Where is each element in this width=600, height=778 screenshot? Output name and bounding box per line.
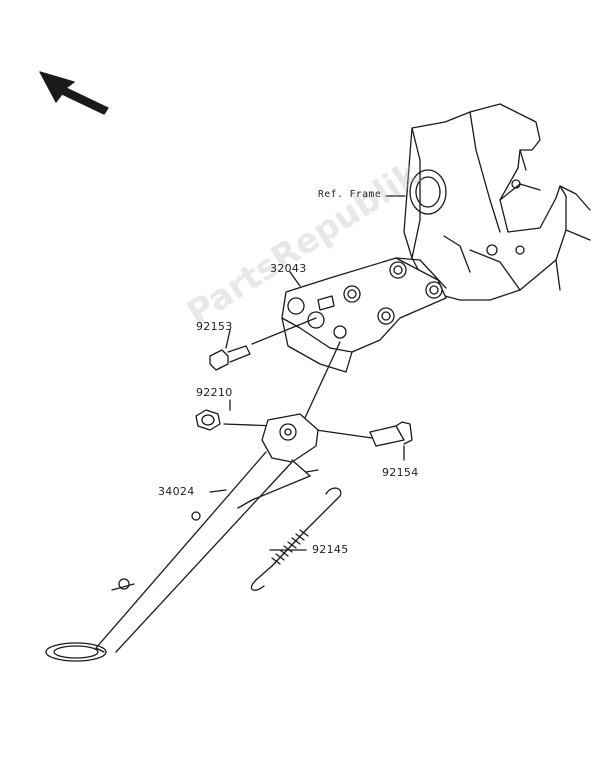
nut-92210 [195,409,221,431]
direction-arrow-icon [39,71,109,115]
part-label-92154[interactable]: 92154 [382,466,419,479]
part-label-92153[interactable]: 92153 [196,320,233,333]
frame-outline [403,103,591,301]
bracket-32043 [281,257,447,373]
part-label-92145[interactable]: 92145 [312,543,349,556]
side-stand-34024 [45,413,319,662]
bolt-92153 [209,345,251,371]
spring-92145 [250,487,342,591]
ref-frame-label: Ref. Frame [318,189,382,200]
part-label-34024[interactable]: 34024 [158,485,195,498]
bolt-92154 [369,421,413,447]
part-label-92210[interactable]: 92210 [196,386,233,399]
part-label-32043[interactable]: 32043 [270,262,307,275]
leader-lines [209,271,405,551]
